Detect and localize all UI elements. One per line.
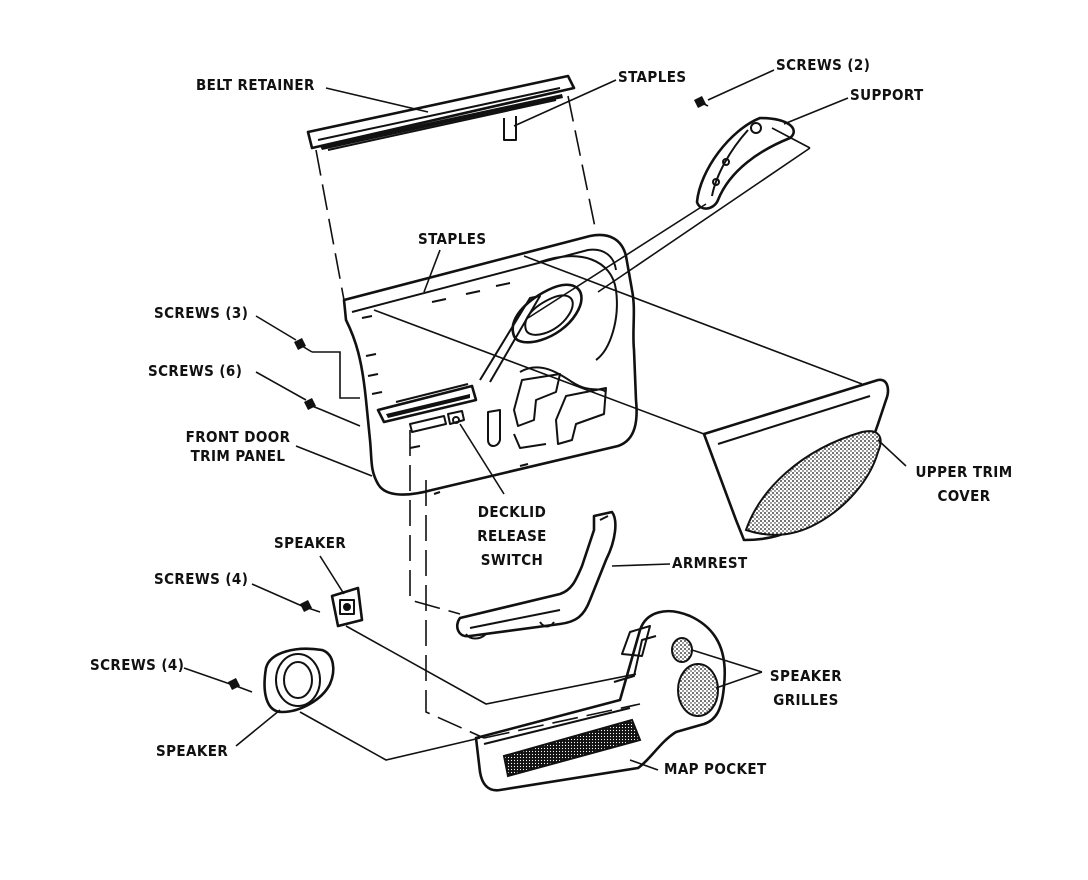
speaker-small [330, 586, 364, 628]
leader-grille-1 [691, 649, 763, 673]
leader-screws-2 [707, 69, 775, 101]
label-staples-mid: STAPLES [418, 230, 487, 248]
label-decklid-line-3: SWITCH [480, 551, 544, 569]
belt-retainer-part [306, 74, 576, 151]
upper-trim-assembly-line-2 [373, 309, 705, 435]
support-leader-right [771, 127, 811, 149]
leader-armrest [611, 563, 671, 567]
leader-screws-4b [183, 667, 231, 685]
leader-grille-2 [715, 671, 763, 689]
assembly-line-left [315, 149, 345, 301]
label-speaker-grilles-line-1: SPEAKER [769, 667, 843, 685]
leader-speaker-top [319, 555, 345, 595]
support-bracket [695, 116, 796, 210]
label-staples-top: STAPLES [618, 68, 687, 86]
label-screws-4-top: SCREWS (4) [154, 570, 249, 588]
screw-3 [294, 338, 313, 353]
label-decklid-line-1: DECKLID [477, 503, 547, 521]
screw-6-leader-to-panel [321, 409, 361, 427]
assembly-line-right [567, 95, 597, 233]
screw-4-bottom [228, 678, 253, 693]
staple-tab [503, 116, 517, 141]
support-assembly-line-2 [527, 203, 707, 319]
front-door-trim-panel [342, 233, 638, 496]
map-pocket-assembly-line-2 [483, 703, 641, 739]
map-pocket-part [474, 609, 727, 792]
leader-decklid [459, 423, 505, 495]
support-assembly-line [597, 147, 811, 293]
leader-screws-3 [255, 315, 297, 341]
label-screws-2: SCREWS (2) [776, 56, 871, 74]
leader-staples-top [513, 79, 617, 127]
map-pocket-assembly-line [425, 480, 485, 739]
leader-belt-retainer [325, 87, 429, 113]
leader-support [783, 97, 849, 125]
label-belt-retainer: BELT RETAINER [196, 76, 315, 94]
speaker-large [263, 647, 335, 714]
leader-screws-4a [251, 583, 303, 607]
label-support: SUPPORT [850, 86, 924, 104]
label-front-door-line-1: FRONT DOOR [185, 428, 291, 446]
label-decklid-release-switch: DECKLID RELEASE SWITCH [460, 500, 564, 572]
label-screws-4-bottom: SCREWS (4) [90, 656, 185, 674]
screw-6 [304, 398, 323, 411]
speaker-large-assembly-line [299, 711, 481, 761]
leader-staples-mid [423, 249, 441, 293]
label-speaker-grilles-line-2: GRILLES [773, 691, 839, 709]
screw-3-leader-to-panel [312, 351, 360, 399]
label-upper-trim-line-1: UPPER TRIM [915, 463, 1013, 481]
screw-4-top [300, 600, 321, 613]
leader-upper-trim [877, 439, 907, 467]
label-front-door-line-2: TRIM PANEL [190, 447, 286, 465]
label-upper-trim-cover: UPPER TRIM COVER [906, 460, 1022, 508]
label-front-door-trim-panel: FRONT DOOR TRIM PANEL [180, 428, 296, 466]
label-armrest: ARMREST [672, 554, 748, 572]
upper-trim-cover [702, 378, 890, 542]
label-decklid-line-2: RELEASE [477, 527, 547, 545]
leader-speaker-bottom [235, 709, 281, 747]
label-map-pocket: MAP POCKET [664, 760, 767, 778]
leader-screws-6 [255, 371, 307, 401]
label-speaker-grilles: SPEAKER GRILLES [764, 664, 848, 712]
label-speaker-top: SPEAKER [274, 534, 347, 552]
label-screws-3: SCREWS (3) [154, 304, 249, 322]
armrest-part [456, 510, 617, 640]
label-screws-6: SCREWS (6) [148, 362, 243, 380]
leader-map-pocket [629, 759, 659, 771]
label-upper-trim-line-2: COVER [937, 487, 991, 505]
speaker-small-assembly-line [345, 625, 637, 705]
upper-trim-assembly-line [523, 255, 863, 385]
screw-top-right [694, 96, 709, 108]
leader-front-door [295, 445, 373, 477]
armrest-assembly-line [409, 430, 461, 615]
label-speaker-bottom: SPEAKER [156, 742, 229, 760]
